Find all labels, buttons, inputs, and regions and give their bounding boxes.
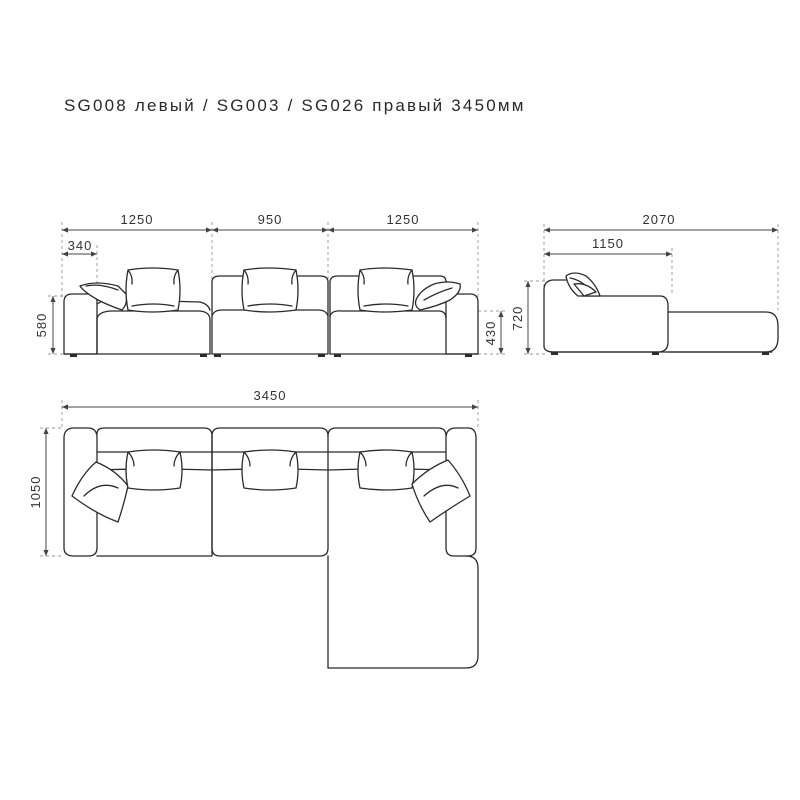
dim-height-total: 580: [34, 313, 49, 338]
top-view: 3450 1050: [28, 388, 479, 669]
dim-side-height: 720: [510, 306, 525, 331]
dim-depth-total: 2070: [643, 212, 676, 227]
dim-width-middle: 950: [258, 212, 283, 227]
front-view: 1250 950 1250 340 580 430: [34, 212, 506, 357]
drawing-title: SG008 левый / SG003 / SG026 правый 3450м…: [64, 96, 526, 115]
dim-seat-height: 430: [483, 321, 498, 346]
dim-arm-width: 340: [68, 238, 93, 253]
dim-width-left: 1250: [121, 212, 154, 227]
dim-width-right: 1250: [387, 212, 420, 227]
dim-depth-seat: 1150: [592, 236, 624, 251]
side-view: 2070 1150 720: [510, 212, 779, 355]
dim-top-depth: 1050: [28, 476, 43, 509]
dim-total-width: 3450: [254, 388, 287, 403]
